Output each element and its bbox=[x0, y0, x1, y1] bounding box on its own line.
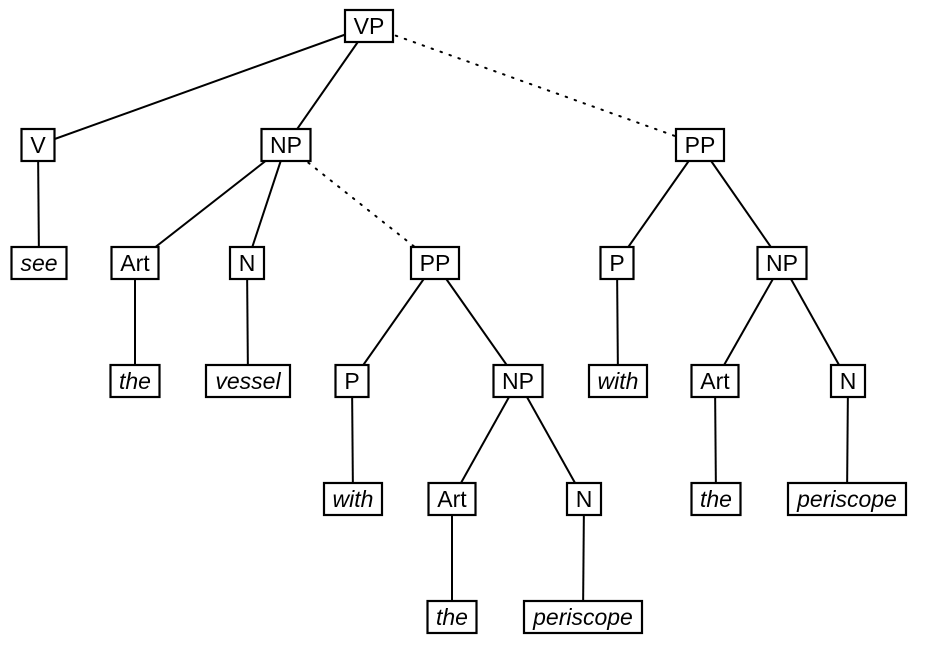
tree-edge-p_low-with_low bbox=[351, 380, 354, 500]
tree-edge-n_object-vessel bbox=[246, 262, 249, 382]
tree-edge-n_high-periscope_high bbox=[846, 380, 849, 500]
node-box-art_object bbox=[110, 245, 160, 281]
node-box-see bbox=[10, 245, 68, 281]
tree-edge-np_low-art_low bbox=[451, 380, 519, 500]
node-label-vp: VP bbox=[354, 13, 385, 39]
node-label-pp_low: PP bbox=[420, 250, 451, 276]
tree-node-n_low: N bbox=[565, 481, 603, 517]
node-box-art_high bbox=[690, 363, 740, 399]
node-box-n_high bbox=[829, 363, 867, 399]
node-box-n_object bbox=[228, 245, 266, 281]
tree-edge-vp-v bbox=[37, 25, 370, 146]
tree-node-art_object: Art bbox=[110, 245, 160, 281]
tree-node-vp: VP bbox=[343, 8, 395, 44]
node-label-np_low: NP bbox=[502, 368, 534, 394]
node-label-with_low: with bbox=[333, 486, 374, 512]
tree-edge-vp-np_object bbox=[285, 25, 370, 146]
tree-node-vessel: vessel bbox=[204, 363, 292, 399]
tree-node-v: V bbox=[20, 127, 56, 163]
tree-node-n_object: N bbox=[228, 245, 266, 281]
node-label-with_high: with bbox=[598, 368, 639, 394]
tree-edge-np_high-n_high bbox=[781, 262, 849, 382]
node-label-art_low: Art bbox=[437, 486, 467, 512]
tree-edge-np_low-n_low bbox=[517, 380, 585, 500]
node-label-the_high: the bbox=[700, 486, 732, 512]
node-label-n_high: N bbox=[840, 368, 857, 394]
node-label-see: see bbox=[20, 250, 57, 276]
node-box-the_object bbox=[109, 363, 161, 399]
node-box-p_low bbox=[334, 363, 370, 399]
node-box-with_low bbox=[322, 481, 384, 517]
tree-node-periscope_low: periscope bbox=[522, 599, 644, 635]
node-label-n_low: N bbox=[576, 486, 593, 512]
node-label-pp_high: PP bbox=[685, 132, 716, 158]
tree-node-p_low: P bbox=[334, 363, 370, 399]
node-label-the_object: the bbox=[119, 368, 151, 394]
tree-edge-dotted-vp-pp_high bbox=[368, 25, 701, 146]
node-box-np_low bbox=[492, 363, 544, 399]
tree-node-art_low: Art bbox=[427, 481, 477, 517]
tree-node-np_high: NP bbox=[756, 245, 808, 281]
tree-edge-np_high-art_high bbox=[714, 262, 783, 382]
node-box-art_low bbox=[427, 481, 477, 517]
node-box-vp bbox=[343, 8, 395, 44]
tree-node-pp_low: PP bbox=[409, 245, 461, 281]
node-label-n_object: N bbox=[239, 250, 256, 276]
tree-edge-np_object-n_object bbox=[246, 144, 287, 264]
node-box-n_low bbox=[565, 481, 603, 517]
tree-node-with_low: with bbox=[322, 481, 384, 517]
node-label-p_low: P bbox=[344, 368, 359, 394]
node-box-with_high bbox=[587, 363, 649, 399]
node-box-p_high bbox=[599, 245, 635, 281]
tree-edge-n_low-periscope_low bbox=[582, 498, 585, 618]
tree-node-the_high: the bbox=[690, 481, 742, 517]
node-label-periscope_low: periscope bbox=[532, 604, 633, 630]
tree-node-with_high: with bbox=[587, 363, 649, 399]
tree-edge-pp_high-p_high bbox=[616, 144, 701, 264]
node-box-pp_high bbox=[674, 127, 726, 163]
tree-edge-np_object-art_object bbox=[134, 144, 287, 264]
tree-node-art_high: Art bbox=[690, 363, 740, 399]
tree-node-np_object: NP bbox=[260, 127, 312, 163]
tree-node-n_high: N bbox=[829, 363, 867, 399]
node-label-art_object: Art bbox=[120, 250, 150, 276]
tree-edge-pp_high-np_high bbox=[699, 144, 783, 264]
tree-node-the_low: the bbox=[426, 599, 478, 635]
tree-node-p_high: P bbox=[599, 245, 635, 281]
tree-node-np_low: NP bbox=[492, 363, 544, 399]
tree-edge-p_high-with_high bbox=[616, 262, 619, 382]
node-box-periscope_low bbox=[522, 599, 644, 635]
node-box-the_high bbox=[690, 481, 742, 517]
node-label-art_high: Art bbox=[700, 368, 730, 394]
tree-node-periscope_high: periscope bbox=[786, 481, 908, 517]
node-label-p_high: P bbox=[609, 250, 624, 276]
tree-edges-layer bbox=[37, 25, 849, 618]
node-box-pp_low bbox=[409, 245, 461, 281]
node-label-np_object: NP bbox=[270, 132, 302, 158]
node-label-v: V bbox=[30, 132, 46, 158]
node-box-v bbox=[20, 127, 56, 163]
node-box-np_object bbox=[260, 127, 312, 163]
node-box-periscope_high bbox=[786, 481, 908, 517]
node-label-the_low: the bbox=[436, 604, 468, 630]
tree-node-pp_high: PP bbox=[674, 127, 726, 163]
tree-edge-art_high-the_high bbox=[714, 380, 717, 500]
node-box-vessel bbox=[204, 363, 292, 399]
node-box-np_high bbox=[756, 245, 808, 281]
tree-node-see: see bbox=[10, 245, 68, 281]
node-label-periscope_high: periscope bbox=[796, 486, 897, 512]
node-label-vessel: vessel bbox=[215, 368, 281, 394]
node-label-np_high: NP bbox=[766, 250, 798, 276]
tree-node-the_object: the bbox=[109, 363, 161, 399]
tree-edge-v-see bbox=[37, 144, 40, 264]
tree-edge-pp_low-np_low bbox=[434, 262, 519, 382]
tree-edge-dotted-np_object-pp_low bbox=[285, 144, 436, 264]
tree-edge-pp_low-p_low bbox=[351, 262, 436, 382]
node-box-the_low bbox=[426, 599, 478, 635]
